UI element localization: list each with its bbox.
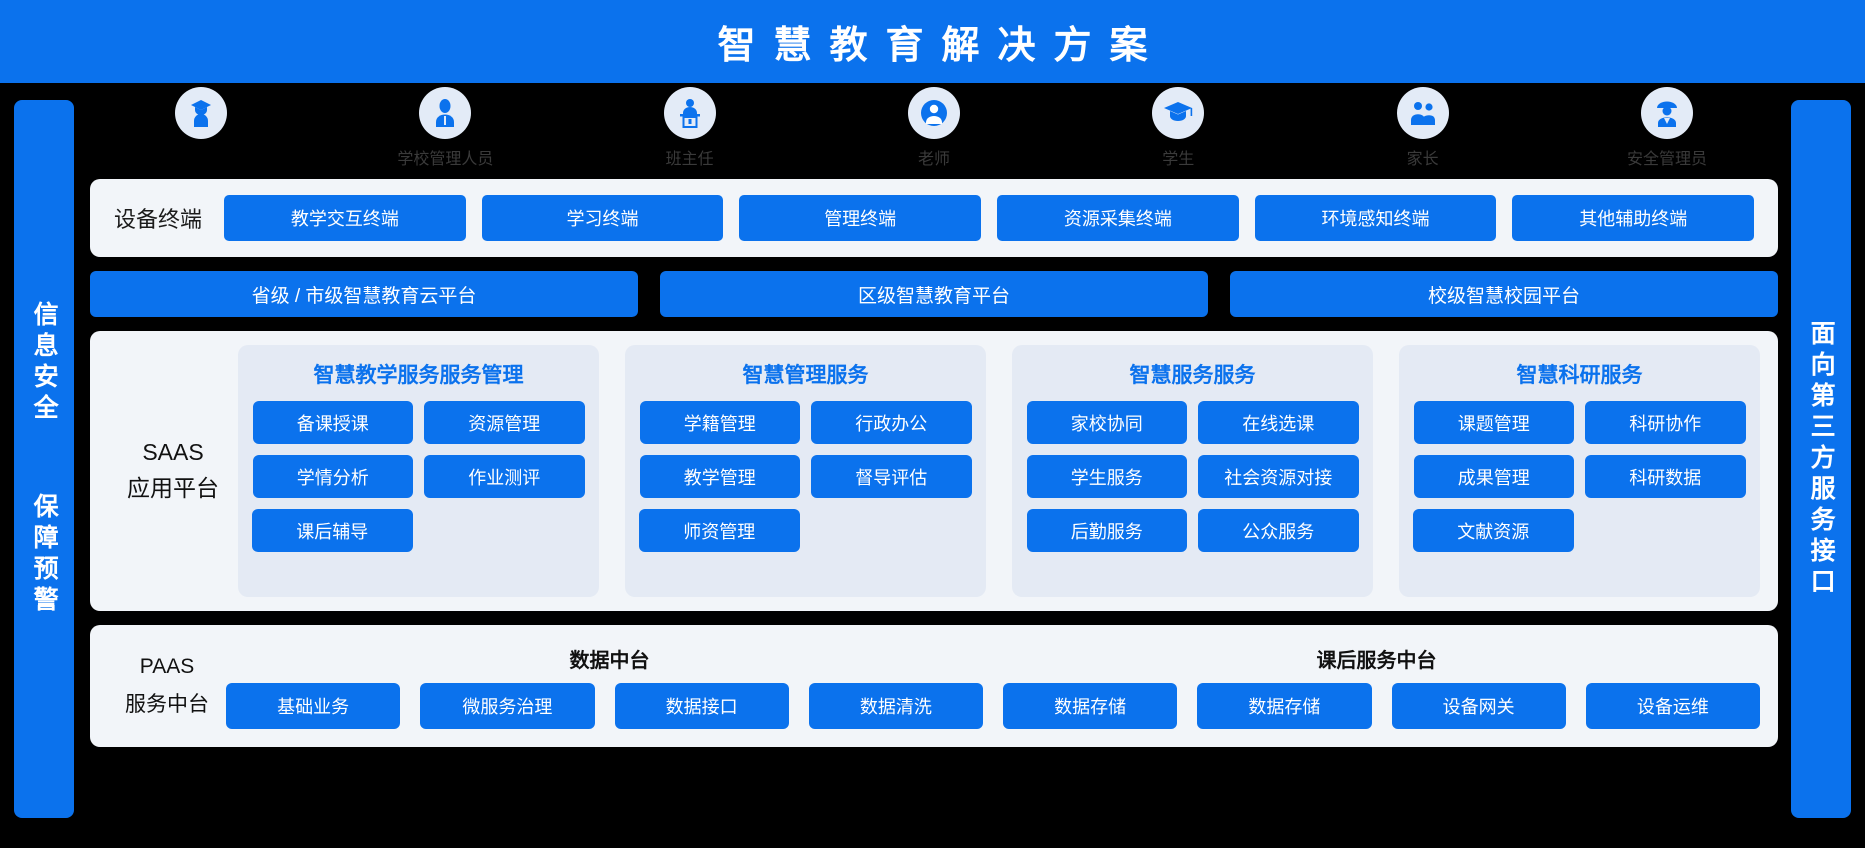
security-guard-icon: [1640, 87, 1693, 139]
paas-content: 数据中台 课后服务中台 基础业务 微服务治理 数据接口 数据清洗 数据存储 数据…: [226, 644, 1760, 729]
platform-district[interactable]: 区级智慧教育平台: [660, 271, 1208, 317]
saas-group-teaching: 智慧教学服务服务管理 备课授课 资源管理 学情分析 作业测评 课后辅导: [238, 345, 599, 597]
platform-school[interactable]: 校级智慧校园平台: [1230, 271, 1778, 317]
teacher-avatar-icon: [907, 87, 960, 139]
paas-item-device-ops[interactable]: 设备运维: [1585, 682, 1760, 729]
saas-item-logistics-service[interactable]: 后勤服务: [1026, 509, 1187, 552]
saas-item-online-course-selection[interactable]: 在线选课: [1198, 401, 1359, 444]
saas-layer-label: SAAS 应用平台: [108, 435, 238, 506]
role-label: 班主任: [665, 151, 714, 168]
page-title: 智慧教育解决方案: [717, 25, 1166, 67]
parents-pair-icon: [1396, 87, 1449, 139]
device-item-teaching-interactive[interactable]: 教学交互终端: [224, 195, 466, 241]
paas-item-device-gateway[interactable]: 设备网关: [1391, 682, 1566, 729]
device-layer-label: 设备终端: [114, 207, 203, 232]
paas-layer-label: PAAS 服务中台: [108, 648, 226, 724]
saas-label-line1: SAAS: [142, 439, 204, 466]
saas-item-supervision-eval[interactable]: 督导评估: [811, 455, 972, 498]
role-item[interactable]: 家长: [1348, 87, 1498, 169]
saas-item-faculty-mgmt[interactable]: 师资管理: [639, 509, 800, 552]
paas-item-data-interface[interactable]: 数据接口: [614, 682, 789, 729]
role-label: 安全管理员: [1626, 151, 1707, 168]
administrator-person-icon: [419, 87, 472, 139]
device-item-management[interactable]: 管理终端: [739, 195, 982, 241]
platform-layer: 省级 / 市级智慧教育云平台 区级智慧教育平台 校级智慧校园平台: [90, 271, 1778, 317]
saas-label-line2: 应用平台: [127, 475, 219, 501]
paas-heading-after-class-midplatform: 课后服务中台: [1316, 649, 1437, 672]
saas-groups: 智慧教学服务服务管理 备课授课 资源管理 学情分析 作业测评 课后辅导 智慧管理…: [238, 345, 1760, 597]
paas-label-line1: PAAS: [139, 655, 195, 679]
role-item[interactable]: 班主任: [615, 87, 765, 169]
saas-group-title: 智慧管理服务: [742, 364, 869, 387]
right-side-panel-label: 面向第三方服务接口: [1807, 319, 1836, 599]
saas-item-public-service[interactable]: 公众服务: [1198, 509, 1359, 552]
role-label: 老师: [917, 151, 950, 168]
paas-layer: PAAS 服务中台 数据中台 课后服务中台 基础业务 微服务治理 数据接口 数据…: [90, 625, 1778, 747]
role-item[interactable]: 学校管理人员: [370, 87, 520, 169]
saas-group-title: 智慧服务服务: [1129, 364, 1256, 387]
role-item[interactable]: [126, 87, 276, 145]
paas-item-microservice-governance[interactable]: 微服务治理: [420, 682, 595, 729]
role-item[interactable]: 安全管理员: [1592, 87, 1742, 169]
paas-headings: 数据中台 课后服务中台: [226, 644, 1760, 683]
saas-group-title: 智慧科研服务: [1516, 364, 1643, 387]
teacher-podium-icon: [663, 87, 716, 139]
diagram-body: 学校管理人员 班主任 老师 学生: [90, 83, 1778, 843]
saas-group-management: 智慧管理服务 学籍管理 行政办公 教学管理 督导评估 师资管理: [625, 345, 986, 597]
paas-item-data-storage-2[interactable]: 数据存储: [1197, 682, 1372, 729]
paas-heading-data-midplatform: 数据中台: [569, 649, 650, 672]
saas-item-achievement-mgmt[interactable]: 成果管理: [1413, 455, 1574, 498]
saas-item-student-status[interactable]: 学籍管理: [639, 401, 800, 444]
right-side-panel: 面向第三方服务接口: [1791, 100, 1851, 818]
saas-group-title: 智慧教学服务服务管理: [313, 364, 524, 387]
platform-provincial-city-cloud[interactable]: 省级 / 市级智慧教育云平台: [90, 271, 638, 317]
saas-item-after-class-tutoring[interactable]: 课后辅导: [252, 509, 413, 552]
saas-group-items: 家校协同 在线选课 学生服务 社会资源对接 后勤服务 公众服务: [1026, 401, 1359, 552]
role-label: 学校管理人员: [397, 151, 494, 168]
device-item-learning[interactable]: 学习终端: [481, 195, 724, 241]
graduate-person-icon: [175, 87, 227, 139]
page-header: 智慧教育解决方案: [0, 0, 1865, 83]
saas-item-topic-mgmt[interactable]: 课题管理: [1413, 401, 1574, 444]
left-side-panel-label: 信息安全 保障预警: [30, 301, 59, 617]
saas-item-teaching-mgmt[interactable]: 教学管理: [639, 455, 800, 498]
device-terminal-layer: 设备终端 教学交互终端 学习终端 管理终端 资源采集终端 环境感知终端 其他辅助…: [90, 179, 1778, 257]
paas-item-basic-business[interactable]: 基础业务: [226, 682, 401, 729]
saas-group-items: 学籍管理 行政办公 教学管理 督导评估 师资管理: [639, 401, 972, 552]
saas-item-research-data[interactable]: 科研数据: [1585, 455, 1746, 498]
device-item-environment-sensing[interactable]: 环境感知终端: [1254, 195, 1497, 241]
saas-item-resource-mgmt[interactable]: 资源管理: [424, 401, 585, 444]
device-item-resource-collection[interactable]: 资源采集终端: [997, 195, 1239, 241]
graduation-cap-icon: [1152, 87, 1205, 139]
saas-item-admin-office[interactable]: 行政办公: [811, 401, 972, 444]
paas-label-line2: 服务中台: [125, 693, 209, 716]
saas-item-literature-resource[interactable]: 文献资源: [1413, 509, 1574, 552]
saas-item-lesson-prep[interactable]: 备课授课: [252, 401, 413, 444]
device-item-other-auxiliary[interactable]: 其他辅助终端: [1512, 195, 1755, 241]
role-item[interactable]: 老师: [859, 87, 1009, 169]
saas-item-research-collab[interactable]: 科研协作: [1585, 401, 1746, 444]
saas-layer: SAAS 应用平台 智慧教学服务服务管理 备课授课 资源管理 学情分析 作业测评…: [90, 331, 1778, 611]
saas-group-items: 课题管理 科研协作 成果管理 科研数据 文献资源: [1413, 401, 1746, 552]
saas-item-social-resource[interactable]: 社会资源对接: [1198, 455, 1359, 498]
saas-item-home-school[interactable]: 家校协同: [1026, 401, 1187, 444]
saas-item-student-service[interactable]: 学生服务: [1026, 455, 1187, 498]
role-item[interactable]: 学生: [1103, 87, 1253, 169]
role-label: 家长: [1406, 151, 1439, 168]
role-label: 学生: [1162, 151, 1195, 168]
saas-group-items: 备课授课 资源管理 学情分析 作业测评 课后辅导: [252, 401, 585, 552]
saas-item-homework-eval[interactable]: 作业测评: [424, 455, 585, 498]
saas-group-research: 智慧科研服务 课题管理 科研协作 成果管理 科研数据 文献资源: [1399, 345, 1760, 597]
saas-group-service: 智慧服务服务 家校协同 在线选课 学生服务 社会资源对接 后勤服务 公众服务: [1012, 345, 1373, 597]
paas-item-data-storage-1[interactable]: 数据存储: [1003, 682, 1178, 729]
roles-row: 学校管理人员 班主任 老师 学生: [90, 83, 1778, 175]
left-side-panel: 信息安全 保障预警: [14, 100, 74, 818]
paas-items: 基础业务 微服务治理 数据接口 数据清洗 数据存储 数据存储 设备网关 设备运维: [226, 682, 1760, 729]
paas-item-data-cleaning[interactable]: 数据清洗: [808, 682, 983, 729]
saas-item-learning-analysis[interactable]: 学情分析: [252, 455, 413, 498]
